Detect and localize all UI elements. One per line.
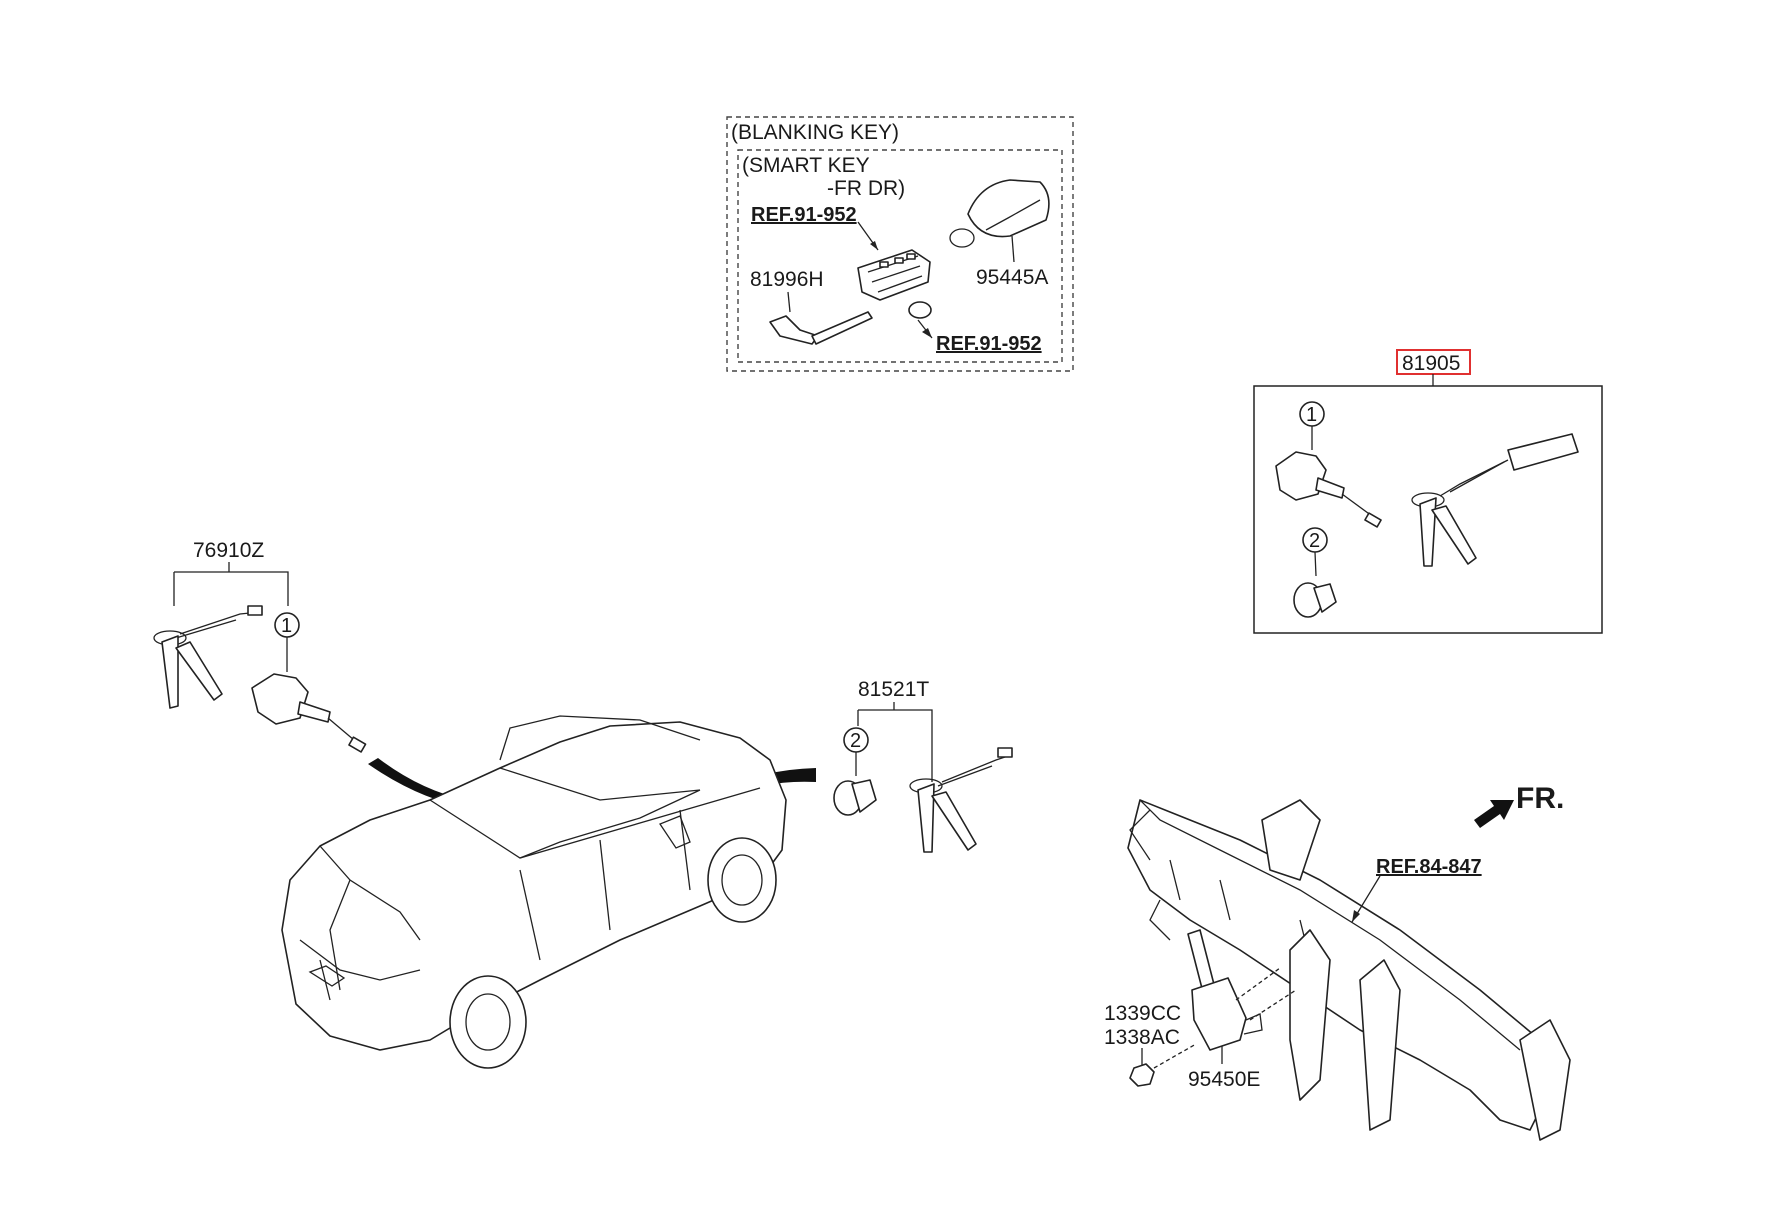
battery-icon (908, 301, 932, 319)
keys-76910Z-icon (153, 605, 263, 709)
svg-text:1: 1 (281, 615, 292, 637)
part-81521T-label[interactable]: 81521T (858, 678, 929, 701)
svg-text:2: 2 (850, 730, 861, 752)
lock-cylinder-76910Z-icon (251, 673, 367, 753)
part-1339CC-label[interactable]: 1339CC (1104, 1002, 1181, 1025)
smart-key-box (737, 149, 1063, 363)
part-81905-label[interactable]: 81905 (1402, 352, 1460, 375)
door-cylinder-81521T-icon (833, 779, 877, 816)
ref-84-847-label[interactable]: REF.84-847 (1376, 856, 1482, 878)
front-direction-indicator: FR. (1474, 782, 1564, 828)
blanking-key-label: (BLANKING KEY) (731, 121, 899, 144)
blanking-key-group: (BLANKING KEY) (SMART KEY -FR DR) REF.91… (726, 116, 1074, 372)
smart-key-label: (SMART KEY (742, 154, 870, 177)
part-95450E-label[interactable]: 95450E (1188, 1068, 1260, 1091)
dash-frame-illustration (1127, 799, 1571, 1141)
kit-81905-box (1253, 385, 1603, 634)
door-cylinder-icon (1293, 582, 1337, 618)
vehicle-illustration (281, 715, 787, 1069)
ref-91-952-upper[interactable]: REF.91-952 (751, 204, 857, 226)
part-76910Z-label[interactable]: 76910Z (193, 539, 264, 562)
ref-91-952-lower[interactable]: REF.91-952 (936, 333, 1042, 355)
lock-cylinder-icon (1275, 451, 1382, 528)
blanking-key-box (726, 116, 1074, 372)
part-1338AC-label[interactable]: 1338AC (1104, 1026, 1180, 1049)
part-76910Z-group: 76910Z 1 (153, 539, 470, 808)
front-label: FR. (1516, 782, 1564, 815)
smart-key-fob-icon (857, 249, 931, 301)
fr-dr-label: -FR DR) (827, 177, 905, 200)
kit-81905-group: 81905 1 2 (1253, 349, 1603, 634)
svg-text:1: 1 (1306, 404, 1317, 426)
keys-with-tag-icon (1411, 433, 1579, 567)
svg-text:2: 2 (1309, 530, 1320, 552)
front-arrow-icon (1474, 800, 1514, 828)
keys-81521T-icon (909, 747, 1013, 853)
actuator-95450E-group: 95450E 1339CC 1338AC (1104, 929, 1297, 1091)
key-blade-icon (769, 311, 873, 345)
key-cover-icon (949, 179, 1050, 248)
nut-icon (1129, 1063, 1155, 1087)
part-95445A-label[interactable]: 95445A (976, 266, 1048, 289)
part-81996H-label[interactable]: 81996H (750, 268, 824, 291)
